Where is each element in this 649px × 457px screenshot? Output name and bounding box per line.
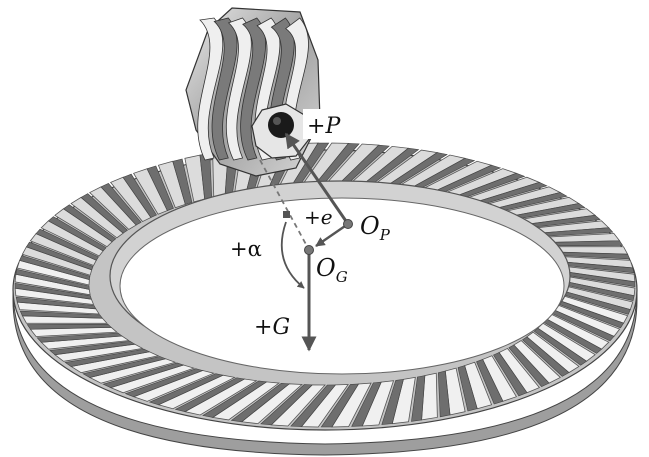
op-label: OP xyxy=(360,212,391,244)
ring-tooth-groove xyxy=(14,282,92,300)
pinion-axis-dashed xyxy=(259,159,309,249)
pinion-hub-highlight xyxy=(273,117,281,125)
ring-tooth-groove xyxy=(146,165,174,211)
ring-tooth-groove xyxy=(80,193,128,234)
ring-tooth-groove xyxy=(100,183,142,226)
pinion-blade xyxy=(211,17,238,161)
ring-gear xyxy=(12,142,638,456)
pinion-hub xyxy=(268,112,294,138)
ring-tooth-groove xyxy=(260,384,313,426)
ring-tooth-groove xyxy=(19,310,104,319)
ring-tooth-groove xyxy=(172,158,193,205)
ring-tooth-groove xyxy=(320,383,360,428)
ring-tooth-groove xyxy=(290,384,337,427)
ring-tooth-groove xyxy=(476,359,504,405)
ring-tooth-groove xyxy=(437,370,451,418)
og-point xyxy=(304,245,314,255)
ring-inner-hole xyxy=(119,197,565,375)
og-label: OG xyxy=(316,254,348,286)
e-arrow xyxy=(315,223,349,247)
pinion-blade xyxy=(240,17,266,161)
alpha-arc xyxy=(280,221,305,289)
ring-tooth-groove xyxy=(64,348,151,367)
axis-square-marker xyxy=(283,211,290,218)
ring-tooth-groove xyxy=(25,241,94,271)
g-label: +G xyxy=(254,315,290,340)
ring-tooth-groove xyxy=(47,216,107,252)
ring-tooth-groove xyxy=(82,356,167,378)
p-arrow xyxy=(284,132,350,225)
e-label: +e xyxy=(304,205,333,229)
ring-teeth xyxy=(14,142,636,428)
ring-tooth-groove xyxy=(381,378,404,425)
ring-tooth-groove xyxy=(102,362,185,388)
pinion-gear xyxy=(185,7,321,177)
ring-tooth-groove xyxy=(148,373,224,406)
ring-tooth-groove xyxy=(26,323,112,330)
ring-tooth-groove xyxy=(202,380,268,418)
ring-tooth-groove xyxy=(19,255,91,280)
pinion-blade xyxy=(197,17,224,161)
labels: +P +e OP OG +α +G xyxy=(230,109,391,340)
ring-tooth-groove xyxy=(508,344,550,387)
ring-tooth-groove xyxy=(35,228,99,261)
ring-tooth-groove xyxy=(174,377,246,413)
ring-tooth-groove xyxy=(36,332,123,343)
ring-rim-band xyxy=(12,289,638,456)
ring-tooth-groove xyxy=(122,173,157,218)
ring-tooth-groove xyxy=(15,269,90,290)
ring-tooth-groove xyxy=(49,341,136,356)
ring-tooth-groove xyxy=(493,352,528,397)
ring-tooth-groove xyxy=(411,375,426,422)
ring-tooth-groove xyxy=(62,204,117,243)
vector-annotations xyxy=(259,132,353,352)
ring-tooth-groove xyxy=(457,365,478,412)
ring-tooth-groove xyxy=(15,296,97,310)
ring-tooth-groove xyxy=(351,381,382,427)
op-point xyxy=(343,219,353,229)
alpha-label: +α xyxy=(230,237,262,261)
ring-tooth-groove xyxy=(533,327,588,366)
pinion-blade xyxy=(225,17,252,161)
p-label: +P xyxy=(307,114,341,139)
ring-tooth-groove xyxy=(522,336,570,377)
ring-tooth-groove xyxy=(124,368,204,398)
p-label-bg xyxy=(303,109,347,139)
ring-tooth-groove xyxy=(230,382,291,423)
